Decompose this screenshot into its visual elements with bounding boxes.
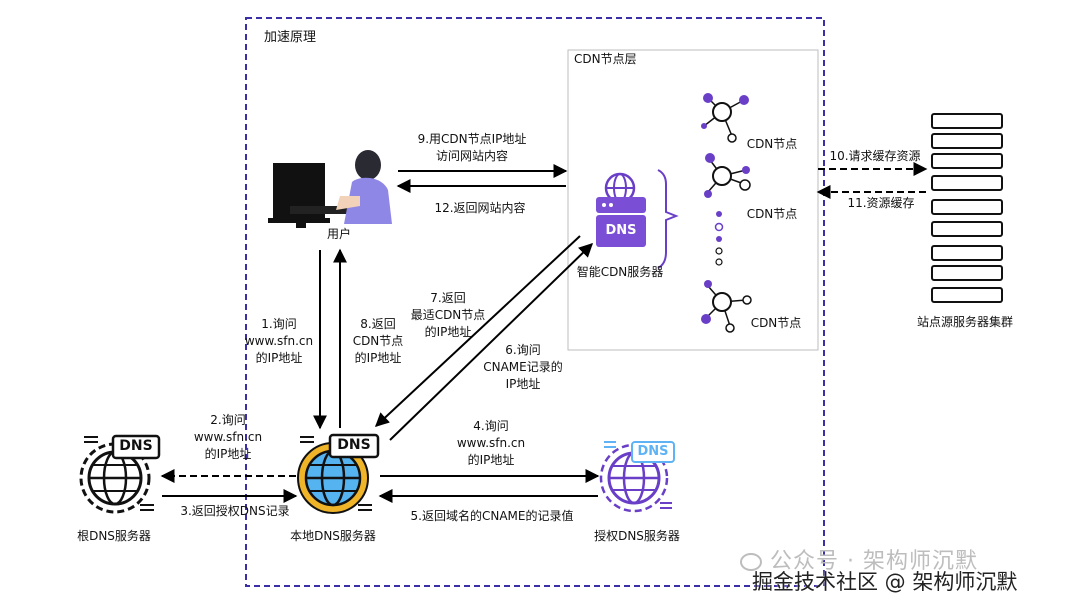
local-dns-server-icon	[297, 433, 380, 514]
auth-dns-label: 授权DNS服务器	[594, 529, 680, 543]
local-dns-badge: DNS	[337, 437, 371, 453]
root-dns-label: 根DNS服务器	[77, 529, 151, 543]
cdn-node-more-dots-icon	[714, 211, 724, 266]
auth-dns-badge: DNS	[637, 444, 669, 459]
step-3-label: 3.返回授权DNS记录	[180, 504, 290, 518]
origin-server-cluster-icon	[931, 113, 1003, 303]
arrow-7-smart-dns-to-local	[374, 235, 581, 427]
acceleration-frame	[245, 17, 825, 587]
step-9-label: 9.用CDN节点IP地址访问网站内容	[417, 132, 527, 163]
step-5-label: 5.返回域名的CNAME的记录值	[410, 509, 574, 523]
local-dns-label: 本地DNS服务器	[290, 529, 376, 543]
cdn-node-3-label: CDN节点	[750, 316, 802, 330]
user-label: 用户	[326, 227, 351, 241]
cdn-node-3-icon	[701, 280, 752, 333]
step-11-label: 11.资源缓存	[847, 196, 915, 210]
authoritative-dns-server-icon	[599, 441, 675, 513]
dns-badge-text: DNS	[605, 223, 637, 238]
user-at-computer-icon	[268, 150, 392, 228]
root-dns-server-icon	[79, 434, 161, 514]
origin-cluster-label: 站点源服务器集群	[916, 315, 1013, 329]
frame-title: 加速原理	[264, 30, 317, 45]
cdn-layer-title: CDN节点层	[574, 52, 637, 66]
watermark-wechat: 公众号 · 架构师沉默	[740, 543, 978, 575]
step-12-label: 12.返回网站内容	[434, 201, 526, 215]
cdn-node-1-label: CDN节点	[746, 137, 798, 151]
wechat-icon	[740, 553, 762, 571]
cdn-node-1-icon	[701, 93, 749, 143]
smart-dns-label: 智能CDN服务器	[576, 265, 664, 279]
root-dns-badge: DNS	[119, 438, 153, 454]
cdn-node-2-label: CDN节点	[746, 207, 798, 221]
step-7-label: 7.返回最适CDN节点的IP地址	[410, 291, 486, 339]
cdn-node-2-icon	[704, 153, 751, 198]
step-10-label: 10.请求缓存资源	[829, 149, 921, 163]
watermark-juejin: 掘金技术社区 @ 架构师沉默	[752, 570, 1018, 594]
arrow-6-local-to-smart-dns	[389, 243, 594, 441]
flow-arrows	[160, 162, 928, 503]
smart-cdn-dns-server-icon	[596, 169, 679, 269]
